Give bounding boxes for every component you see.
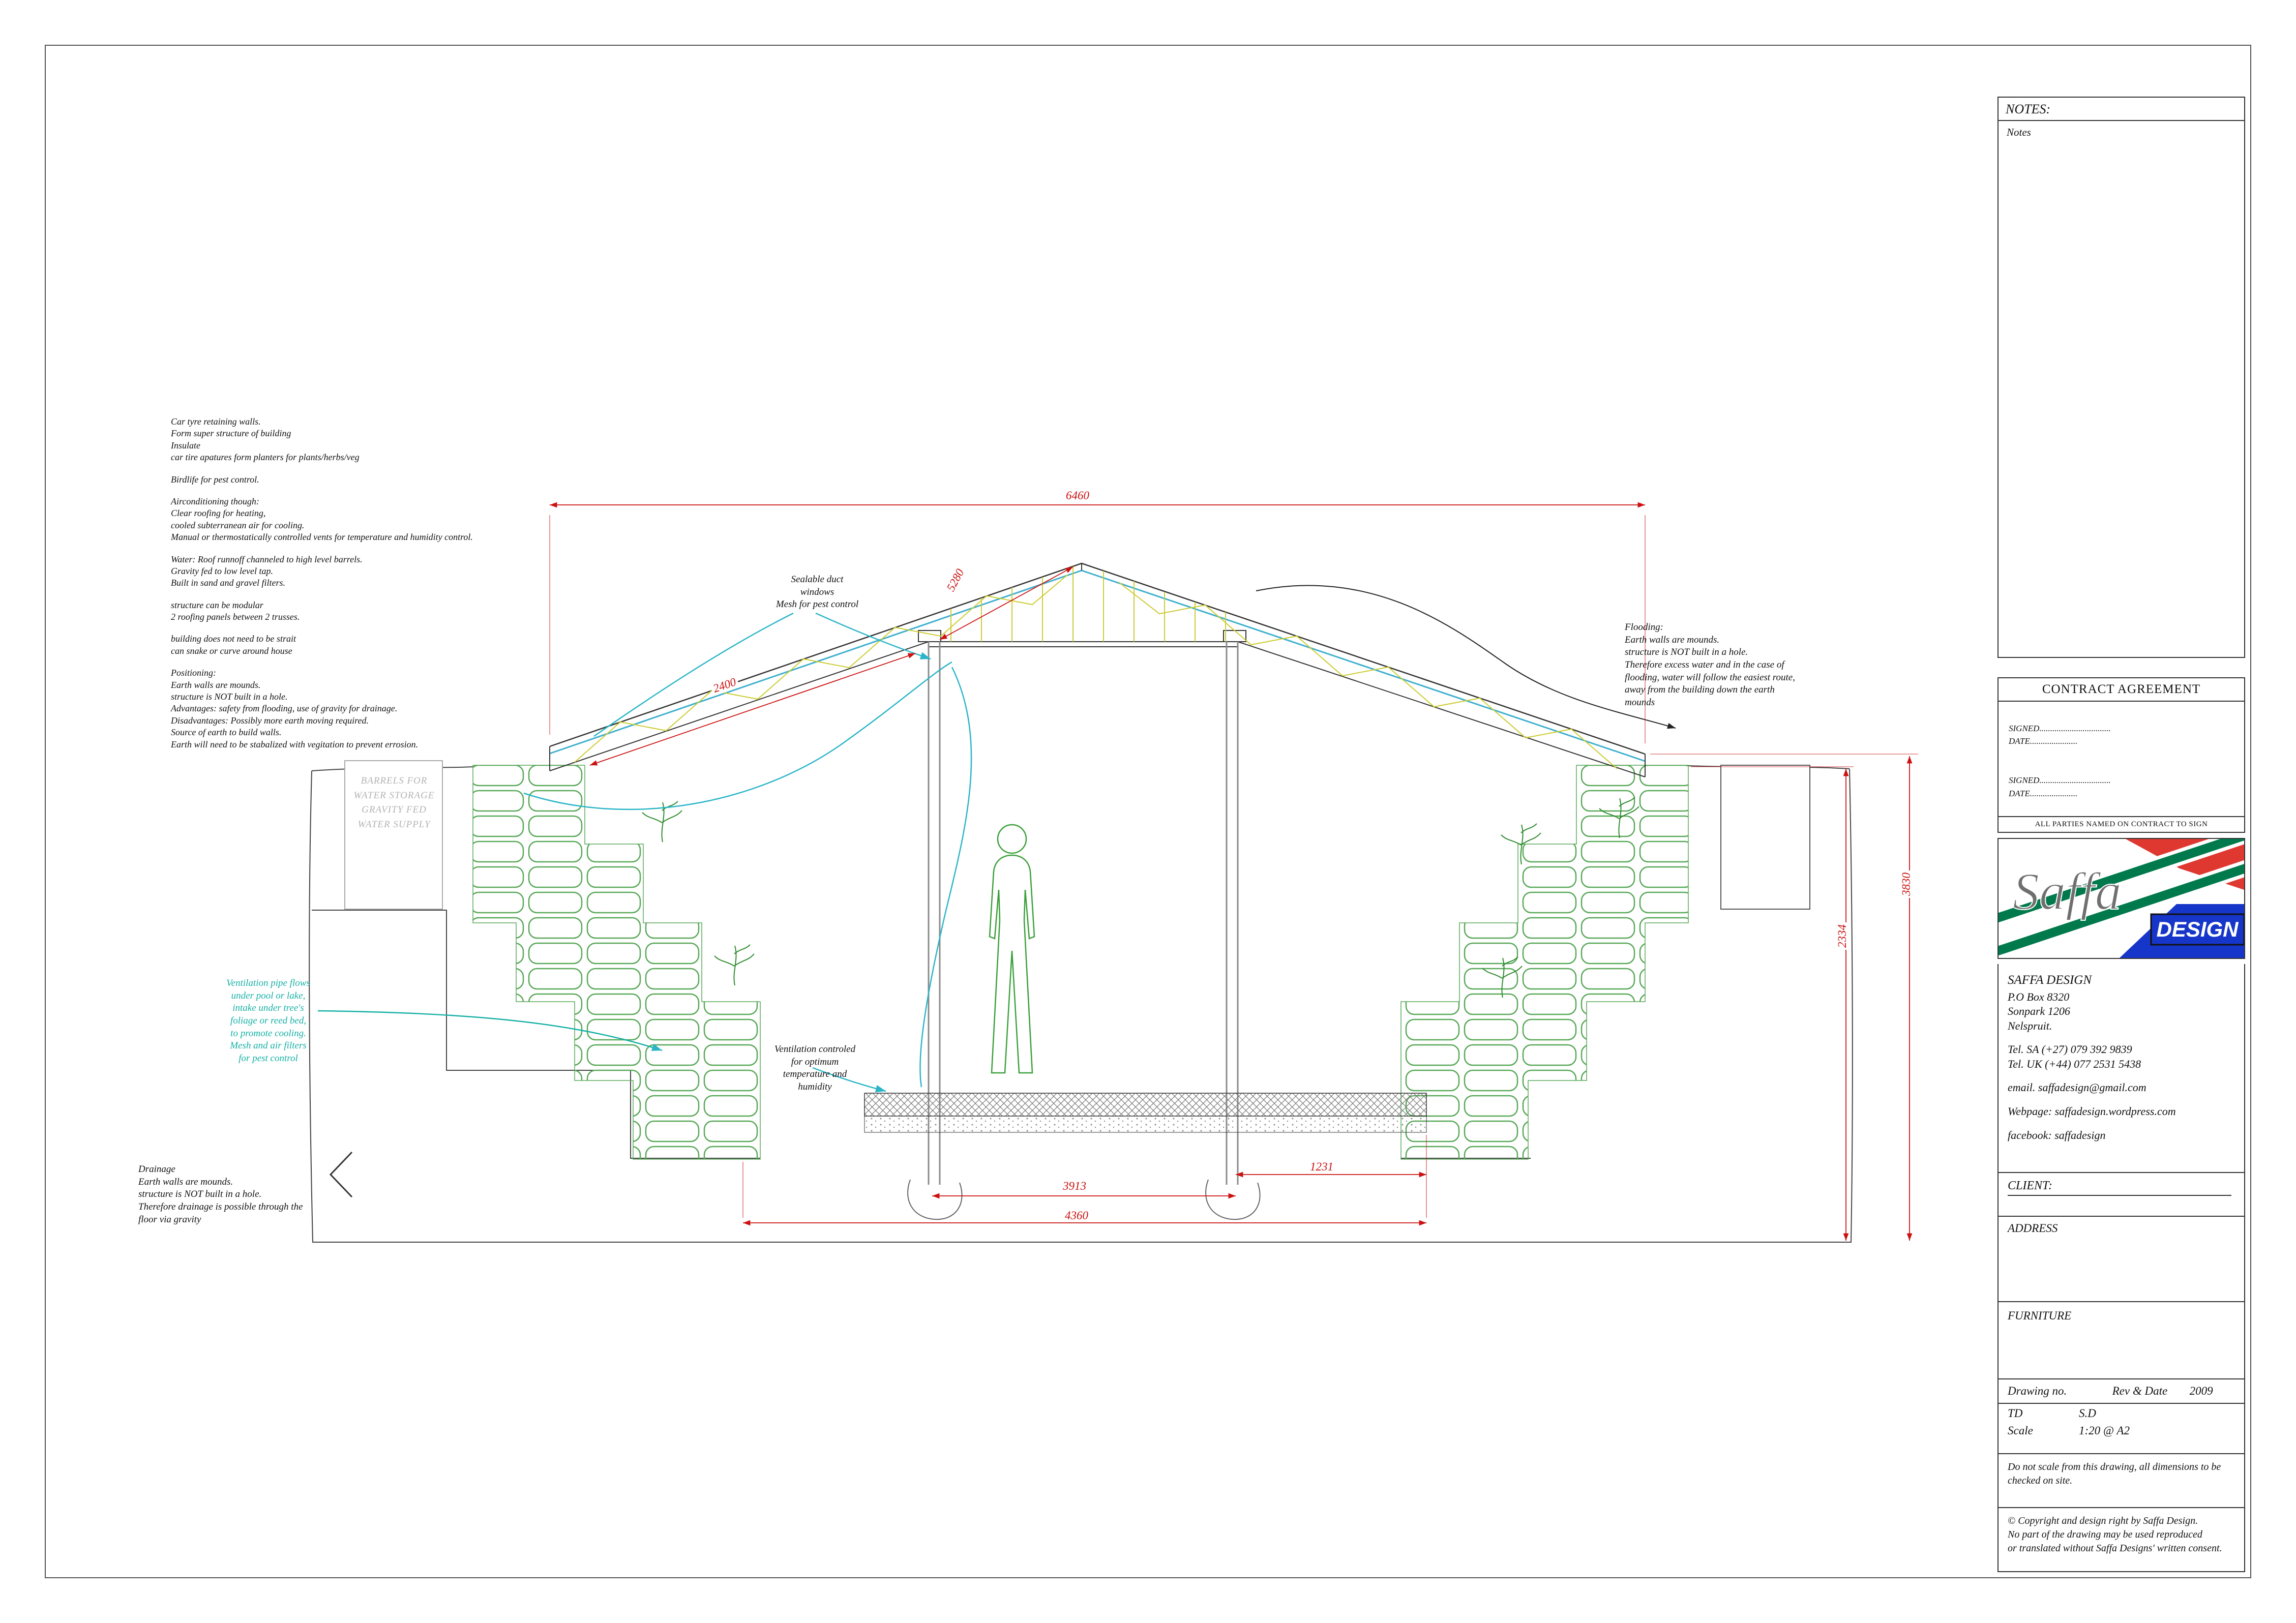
annotation-ventilation-pipe: Ventilation pipe flows under pool or lak… [226,978,310,1064]
drawing-no-label: Drawing no. [2008,1384,2067,1397]
annotation-drainage: Drainage Earth walls are mounds. structu… [138,1164,303,1225]
annotation-birdlife: Birdlife for pest control. [171,474,259,485]
annotation-airconditioning: Airconditioning though: Clear roofing fo… [171,496,473,543]
flag-green-stripes [1999,839,2244,958]
logo-graphic: Saffa DESIGN [1999,839,2244,958]
contract-signature-area: SIGNED................................. … [1999,702,2244,816]
company-address-block: SAFFA DESIGN P.O Box 8320 Sonpark 1206 N… [1999,964,2244,1172]
rev-date-label: Rev & Date [2112,1384,2168,1397]
notes-value: Notes [2007,126,2031,138]
copyright-note: © Copyright and design right by Saffa De… [1999,1507,2244,1571]
signed-line: SIGNED................................. [2009,723,2111,733]
tyre-wall-right [1400,765,1689,1160]
airflow-paths [317,612,972,1093]
saffa-design-logo: Saffa DESIGN [1997,838,2245,959]
annotation-positioning: Positioning: Earth walls are mounds. str… [171,668,419,749]
contract-agreement-panel: CONTRACT AGREEMENT SIGNED...............… [1997,677,2245,833]
td-value: S.D [2079,1406,2096,1420]
left-notes-column: Car tyre retaining walls. Form super str… [171,416,578,761]
flood-path-arrow [1256,585,1676,729]
dimension-wall-height: 2334 [1836,922,1849,950]
logo-script-text: Saffa [2013,862,2122,921]
drawing-info-section: Drawing no. Rev & Date 2009 TD S.D Scale… [1999,1378,2244,1454]
logo-design-box [2150,913,2244,946]
right-storage-box [1720,765,1810,910]
signed-line: SIGNED................................. [2009,775,2111,786]
no-scale-note: Do not scale from this drawing, all dime… [1999,1453,2244,1507]
drainage-arrow-icon [329,1151,353,1198]
annotation-ventilation-control: Ventilation controled for optimum temper… [774,1044,856,1093]
signature-group: SIGNED................................. … [2009,722,2234,748]
scale-label: Scale [2008,1424,2033,1437]
scale-value: 1:20 @ A2 [2079,1424,2130,1437]
roof-trusses [574,566,1618,769]
dimension-overall-height: 3830 [1900,870,1913,898]
label-water-barrels: BARRELS FOR WATER STORAGE GRAVITY FED WA… [353,775,435,830]
water-barrels-box [344,760,443,910]
annotation-modular: structure can be modular 2 roofing panel… [171,599,300,622]
annotation-strait: building does not need to be strait can … [171,634,296,656]
client-section: CLIENT: [1999,1172,2244,1216]
dimension-between-posts: 3913 [1061,1180,1088,1193]
company-name: SAFFA DESIGN [2008,973,2092,987]
floor-slab [864,1093,1427,1133]
tyre-wall-left [472,765,761,1160]
furniture-section: FURNITURE [1999,1301,2244,1378]
td-label: TD [2008,1406,2023,1420]
annotation-flooding: Flooding: Earth walls are mounds. struct… [1625,622,1795,708]
company-address: P.O Box 8320 Sonpark 1206 Nelspruit. [2008,990,2070,1032]
logo-design-text: DESIGN [2156,917,2239,941]
dimension-lines [549,502,1918,1241]
signature-group: SIGNED................................. … [2009,774,2234,800]
rev-date-value: 2009 [2189,1384,2213,1397]
phone-numbers: Tel. SA (+27) 079 392 9839 Tel. UK (+44)… [2008,1043,2141,1070]
notes-header: NOTES: [1999,98,2244,121]
annotation-car-tyre: Car tyre retaining walls. Form super str… [171,416,360,463]
furniture-label: FURNITURE [2008,1309,2072,1322]
annotation-water: Water: Roof runnoff channeled to high le… [171,554,363,588]
webpage-line: Webpage: saffadesign.wordpress.com [2008,1105,2176,1118]
annotation-sealable-duct: Sealable duct windows Mesh for pest cont… [776,574,859,610]
facebook-line: facebook: saffadesign [2008,1128,2106,1141]
dimension-top-width: 6460 [1064,489,1091,502]
contract-footer-note: ALL PARTIES NAMED ON CONTRACT TO SIGN [1999,816,2244,832]
date-line: DATE...................... [2009,788,2078,798]
human-figure [989,824,1035,1074]
dimension-floor-width: 4360 [1063,1209,1090,1222]
date-line: DATE...................... [2009,736,2078,746]
roof-structure [549,562,1646,777]
email-line: email. saffadesign@gmail.com [2008,1081,2146,1094]
notes-panel: NOTES: Notes [1997,97,2245,658]
address-label: ADDRESS [2008,1222,2058,1235]
titleblock-info-panel: SAFFA DESIGN P.O Box 8320 Sonpark 1206 N… [1997,964,2245,1572]
support-posts [907,642,1261,1220]
dimension-right-bay: 1231 [1308,1160,1335,1174]
client-label: CLIENT: [2008,1179,2231,1196]
address-section: ADDRESS [1999,1216,2244,1301]
sheet-border [45,45,2251,1578]
contract-title: CONTRACT AGREEMENT [1999,678,2244,702]
